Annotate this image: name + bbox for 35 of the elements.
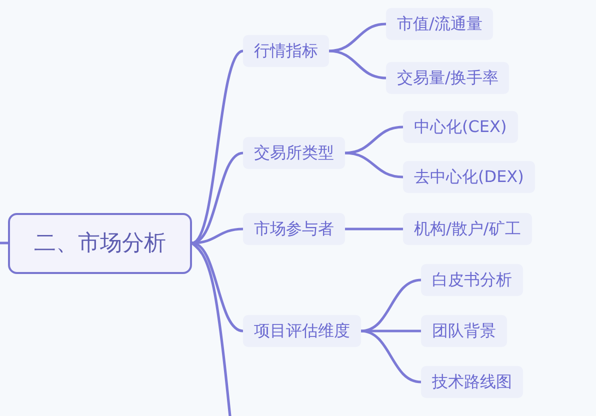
topic-label: 白皮书分析 (432, 270, 512, 290)
connector-line (344, 126, 404, 154)
topic-label: 行情指标 (254, 41, 318, 61)
connector-line (328, 22, 388, 52)
topic-label: 团队背景 (432, 321, 496, 341)
topic-box (243, 315, 361, 347)
topic-box (403, 213, 532, 245)
topic-box (243, 137, 345, 169)
topic-box (421, 264, 523, 296)
connector-line (344, 228, 404, 230)
topic-label: 中心化(CEX) (414, 117, 507, 137)
topic-label: 市场参与者 (254, 219, 334, 239)
topic-box (243, 213, 345, 245)
connector-line (360, 330, 422, 332)
topic-box (403, 161, 535, 193)
topic-label: 去中心化(DEX) (414, 167, 524, 187)
topic-box (243, 35, 329, 67)
topic-box (403, 111, 518, 143)
topic-label: 机构/散户/矿工 (414, 219, 521, 239)
topic-box (421, 366, 523, 398)
central-topic-box (8, 212, 192, 274)
topic-label: 交易所类型 (254, 143, 334, 163)
topic-label: 技术路线图 (432, 372, 512, 392)
topic-box (421, 315, 507, 347)
connector-line (328, 50, 388, 80)
topic-label: 项目评估维度 (254, 321, 350, 341)
topic-box (386, 62, 510, 94)
central-topic-title: 二、市场分析 (34, 230, 166, 258)
topic-label: 交易量/换手率 (397, 68, 498, 88)
topic-label: 市值/流通量 (397, 14, 482, 34)
topic-box (386, 8, 494, 40)
connector-line (190, 242, 232, 416)
connector-line (344, 152, 404, 178)
connector-line (0, 242, 10, 244)
connector-line (360, 330, 422, 384)
